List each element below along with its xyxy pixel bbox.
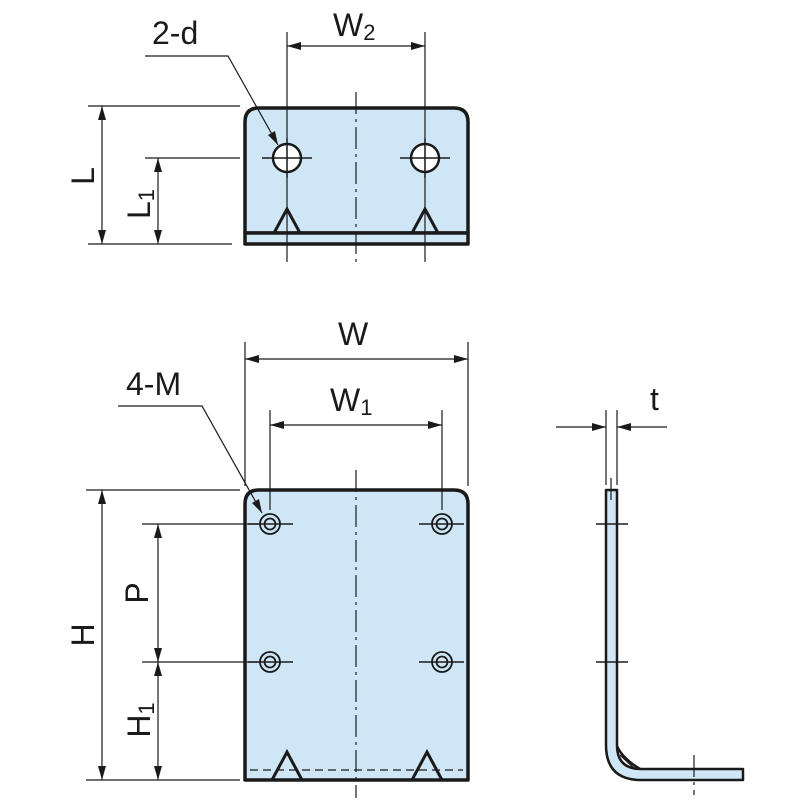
front-view: W 4-M W1 H P H1	[65, 316, 470, 798]
holes-top-label: 2-d	[152, 15, 198, 51]
W-label: W	[338, 316, 369, 352]
2-d-leader	[145, 55, 279, 146]
W1-label: W1	[330, 382, 372, 420]
L1-label: L1	[121, 189, 159, 219]
H1-label: H1	[121, 702, 159, 737]
side-view: t	[556, 381, 745, 795]
4-M-leader	[118, 405, 263, 514]
t-label: t	[650, 381, 659, 417]
H-label: H	[65, 623, 101, 646]
P-label: P	[119, 582, 155, 603]
front-rib-left	[270, 748, 304, 781]
front-view-plate	[243, 488, 470, 782]
top-view: 2-d W2 L L1	[65, 7, 470, 262]
front-rib-right	[410, 748, 444, 781]
w2-label: W2	[333, 7, 375, 45]
taps-label: 4-M	[126, 366, 181, 402]
side-view-profile	[604, 488, 745, 782]
side-rib	[615, 745, 641, 771]
L-label: L	[65, 167, 101, 185]
